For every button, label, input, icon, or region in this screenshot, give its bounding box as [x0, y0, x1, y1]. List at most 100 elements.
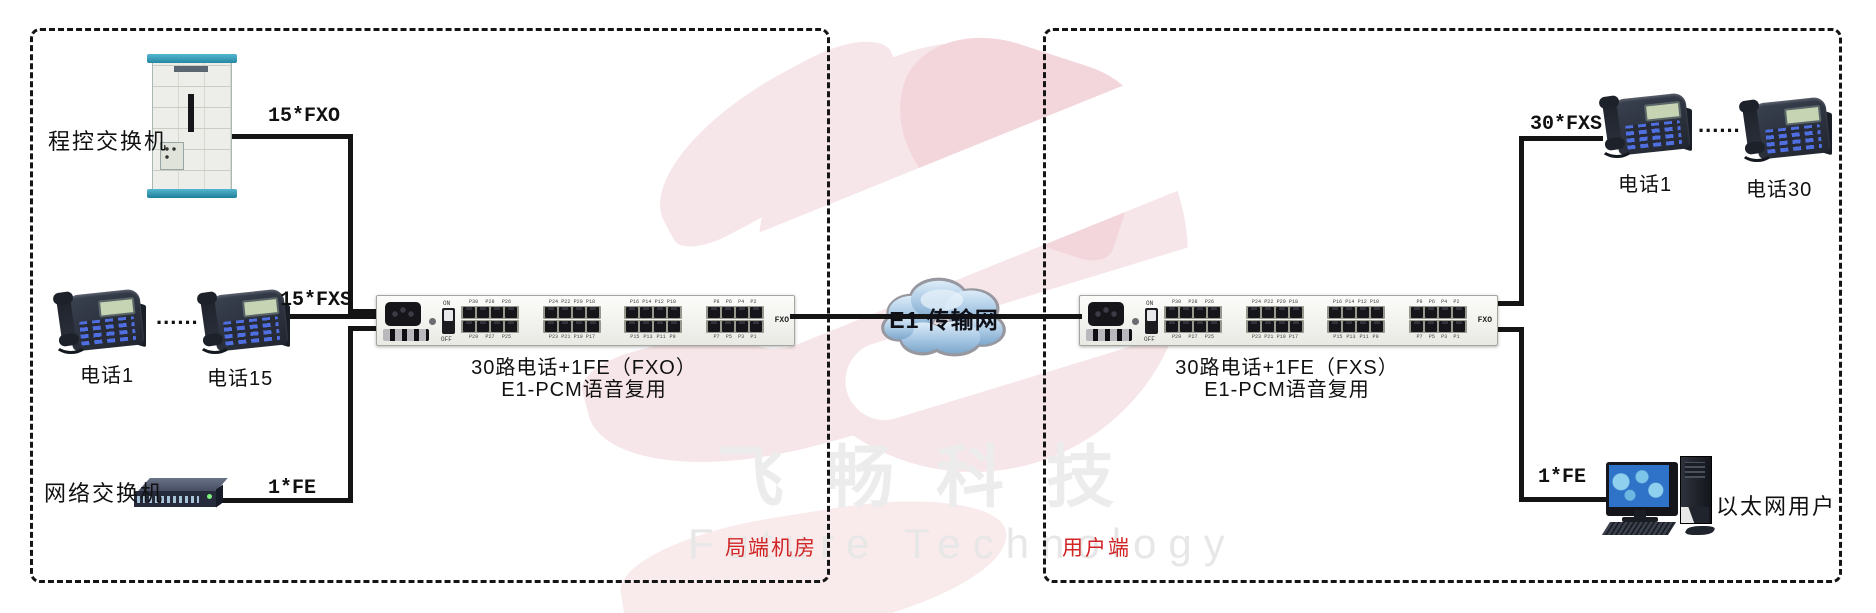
port-label: P3: [1441, 333, 1448, 340]
port-label: P27: [485, 333, 495, 340]
rj45-jack: [1276, 321, 1288, 332]
rj45-jack: [463, 321, 475, 332]
port-label: P20: [1276, 298, 1286, 305]
rj45-jack: [1290, 321, 1302, 332]
rj45-jack: [626, 321, 638, 332]
rj45-jack: [1329, 321, 1341, 332]
rj45-jack-row: [1164, 306, 1222, 319]
rj45-jack: [491, 307, 503, 318]
port-label: P26: [501, 298, 512, 305]
port-label: P9: [669, 333, 676, 340]
port-label: P7: [713, 333, 720, 340]
port-label: P29: [468, 333, 479, 340]
ip-phone-image: [1600, 88, 1696, 160]
phone-label: 电话1: [80, 365, 135, 387]
wire-e1-trunk: [790, 314, 1082, 319]
rj45-jack: [1276, 307, 1288, 318]
port-label: P6: [725, 298, 732, 305]
phone-screen: [1643, 100, 1682, 122]
rj45-jack: [668, 321, 680, 332]
fe-link-label: 1*FE: [1538, 466, 1587, 489]
port-label: P30: [468, 298, 479, 305]
port-label: P13: [1346, 333, 1356, 340]
wire-fe: [1519, 327, 1524, 502]
lan-switch-front: [134, 491, 216, 507]
lan-switch-image: [134, 476, 228, 514]
rj45-jack: [505, 321, 517, 332]
port-label: P22: [561, 298, 571, 305]
rj45-jack: [1371, 307, 1383, 318]
fxo-link-label: 15*FXO: [268, 105, 341, 128]
rj45-jack: [1166, 307, 1178, 318]
port-label: P11: [1359, 333, 1369, 340]
pc-keyboard: [1601, 522, 1677, 535]
lan-switch-led: [207, 494, 212, 499]
device-title-line1: 30路电话+1FE（FXS）: [1175, 357, 1399, 379]
rj45-jack-row: [1246, 320, 1304, 333]
rj45-jack: [1290, 307, 1302, 318]
port-label: P14: [642, 298, 652, 305]
device-title-line2: E1-PCM语音复用: [1204, 379, 1370, 401]
rj45-jack: [1453, 307, 1465, 318]
port-label: P10: [1369, 298, 1380, 305]
e1-cloud: [881, 277, 1006, 357]
wire-fe: [216, 498, 353, 503]
fxs-link-label: 30*FXS: [1530, 113, 1603, 136]
pc-monitor-stand: [1634, 510, 1646, 518]
ip-phone-image: [1740, 92, 1836, 164]
rj45-jack: [545, 321, 557, 332]
rj45-jack-row: [543, 306, 601, 319]
rj45-jack: [722, 307, 734, 318]
phone-cord: [1600, 137, 1634, 158]
ellipsis-dots: ......: [156, 304, 199, 329]
rj45-jack: [545, 307, 557, 318]
rj45-jack: [491, 321, 503, 332]
port-label: P7: [1416, 333, 1423, 340]
rj45-jack: [1411, 321, 1423, 332]
ethernet-user-label: 以太网用户: [1716, 494, 1837, 519]
power-inlet: [1088, 302, 1124, 326]
port-label: P14: [1345, 298, 1355, 305]
port-label: P13: [643, 333, 653, 340]
phone-cord: [198, 333, 232, 354]
port-label: P24: [548, 298, 559, 305]
power-inlet: [385, 302, 421, 326]
power-switch: [442, 308, 455, 334]
pc-screen: [1609, 465, 1669, 507]
rj45-jack-row: [706, 320, 764, 333]
rj45-jack-row: [1327, 306, 1385, 319]
rj45-jack: [1262, 321, 1274, 332]
rj45-jack: [708, 307, 720, 318]
power-switch-on-label: ON: [1146, 300, 1154, 307]
phone-cord: [54, 333, 88, 354]
rj45-jack: [654, 321, 666, 332]
port-label: P8: [1416, 298, 1423, 305]
rj45-jack: [750, 321, 762, 332]
phone-label: 电话15: [207, 368, 274, 390]
wire-fxs: [1494, 301, 1524, 306]
rj45-jack: [640, 307, 652, 318]
port-label: P12: [1357, 298, 1367, 305]
rj45-jack: [477, 307, 489, 318]
port-label: P19: [573, 333, 583, 340]
rj45-jack: [736, 321, 748, 332]
rj45-jack: [1343, 321, 1355, 332]
pbx-cabinet-nameplate: [174, 66, 208, 72]
device-port-tag: FXO: [1477, 316, 1492, 325]
wire-fe: [348, 326, 378, 331]
watermark-text-en: Future Technology: [688, 520, 1237, 567]
pbx-cabinet-top-trim: [147, 54, 237, 63]
port-label: P5: [1428, 333, 1435, 340]
rj45-jack: [1439, 321, 1451, 332]
port-label: P12: [654, 298, 664, 305]
port-label: P15: [630, 333, 640, 340]
rj45-jack: [736, 307, 748, 318]
